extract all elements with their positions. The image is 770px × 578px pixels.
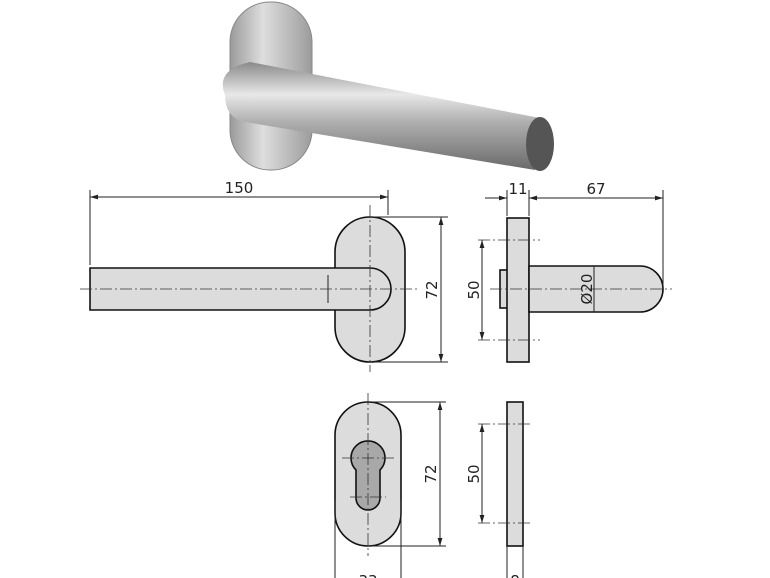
dim-escutcheon-height: 72 bbox=[422, 464, 440, 483]
dim-lever-projection: 67 bbox=[586, 180, 605, 198]
lever-render bbox=[222, 62, 540, 170]
dim-rose-height: 72 bbox=[423, 280, 441, 299]
escutcheon-front-view: 72 33 bbox=[334, 393, 446, 578]
dim-escutcheon-fixing-distance: 50 bbox=[465, 464, 483, 483]
dim-lever-length: 150 bbox=[225, 179, 254, 197]
dim-rose-thickness: 11 bbox=[508, 180, 527, 198]
escutcheon-side bbox=[506, 401, 524, 547]
front-view: 150 72 bbox=[80, 179, 448, 372]
dim-fixing-distance: 50 bbox=[465, 280, 483, 299]
escutcheon-side-view: 50 8 bbox=[465, 401, 530, 578]
dim-escutcheon-thickness: 8 bbox=[510, 572, 520, 578]
dim-escutcheon-width: 33 bbox=[358, 572, 377, 578]
handle-3d-render bbox=[222, 1, 554, 171]
side-view: 50 11 67 Ø20 bbox=[465, 180, 672, 363]
dim-lever-diameter: Ø20 bbox=[578, 274, 596, 305]
lever-end-render bbox=[526, 117, 554, 171]
